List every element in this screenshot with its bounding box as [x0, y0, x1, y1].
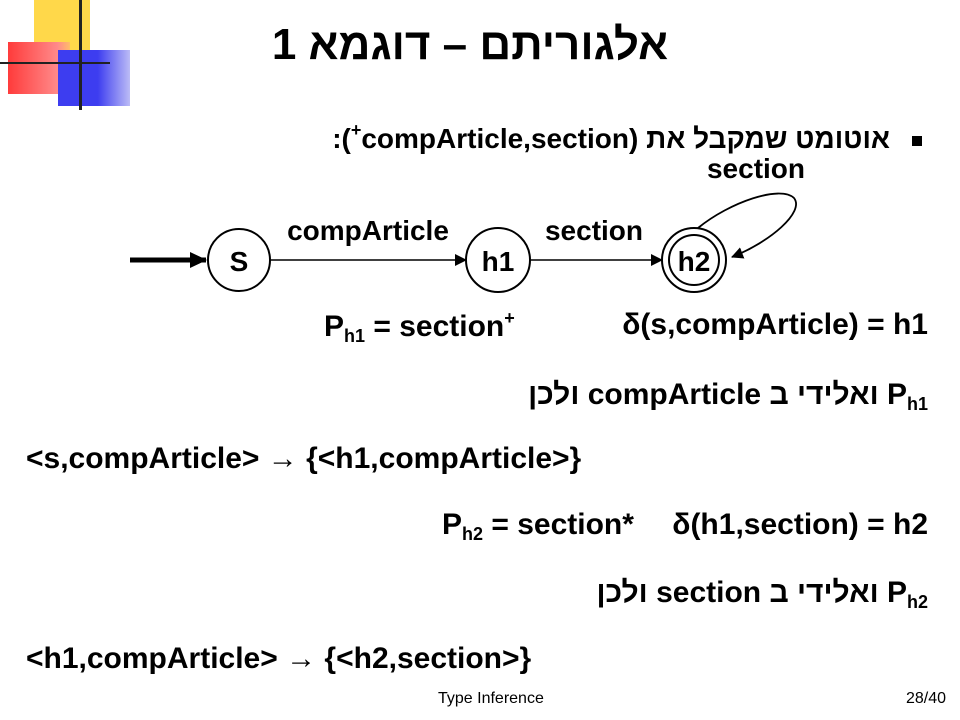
loop-label-section: section [707, 153, 805, 184]
state-h2-label: h2 [678, 246, 711, 277]
line-valid-h1: Ph1 ואלידי ב compArticle ולכן [528, 378, 928, 415]
p-subscript: h2 [462, 524, 484, 544]
p-superscript: + [504, 308, 515, 328]
edge-label-comparticle: compArticle [287, 215, 449, 246]
line-delta-h1-section: δ(h1,section) = h2 [672, 508, 928, 541]
decor-horizontal-line [0, 62, 110, 64]
bullet-end: ): [332, 123, 351, 154]
bullet-row: אוטומט שמקבל את (compArticle,section+): [332, 120, 922, 155]
decor-blue-square [58, 50, 130, 106]
line-p-h1-definition: Ph1 = section+ [324, 308, 515, 347]
p-symbol: P [886, 576, 907, 609]
p-h1-token: Ph1 [886, 378, 928, 414]
edge-label-section: section [545, 215, 643, 246]
p-h2-token: Ph2 [886, 576, 928, 612]
line-p-h2-definition: Ph2 = section* [442, 508, 634, 545]
p-subscript: h1 [906, 394, 928, 414]
p-subscript: h2 [906, 592, 928, 612]
bullet-sup: + [350, 120, 362, 140]
line-valid-h2-text: ואלידי ב section ולכן [596, 576, 887, 609]
line-transition-1: <s,compArticle> → {<h1,compArticle>} [26, 442, 582, 475]
p-subscript: h1 [344, 326, 366, 346]
automaton-diagram: S compArticle h1 section h2 section [130, 153, 805, 293]
decor-vertical-line [79, 0, 82, 110]
bullet-text: אוטומט שמקבל את (compArticle,section [361, 123, 890, 154]
line-delta-s-comparticle: δ(s,compArticle) = h1 [622, 308, 928, 341]
state-s-label: S [230, 246, 249, 277]
p-symbol: P [324, 310, 345, 343]
line-transition-2: <h1,compArticle> → {<h2,section>} [26, 642, 532, 675]
p-symbol: P [886, 378, 907, 411]
self-loop-h2 [697, 192, 797, 259]
line-valid-h2: Ph2 ואלידי ב section ולכן [596, 576, 928, 613]
footer-page-number: 28/40 [905, 690, 946, 707]
slide-title: אלגוריתם – דוגמא 1 [271, 20, 669, 69]
state-h2-inner-circle [668, 234, 720, 286]
line-valid-h1-text: ואלידי ב compArticle ולכן [528, 378, 887, 411]
state-h1-label: h1 [482, 246, 515, 277]
p-rest: = section [365, 310, 505, 343]
p-symbol: P [442, 508, 463, 541]
state-h2-outer-circle [661, 227, 727, 293]
footer-title: Type Inference [438, 690, 544, 707]
p-rest: = section* [483, 508, 634, 541]
bullet-square-icon [912, 135, 922, 146]
